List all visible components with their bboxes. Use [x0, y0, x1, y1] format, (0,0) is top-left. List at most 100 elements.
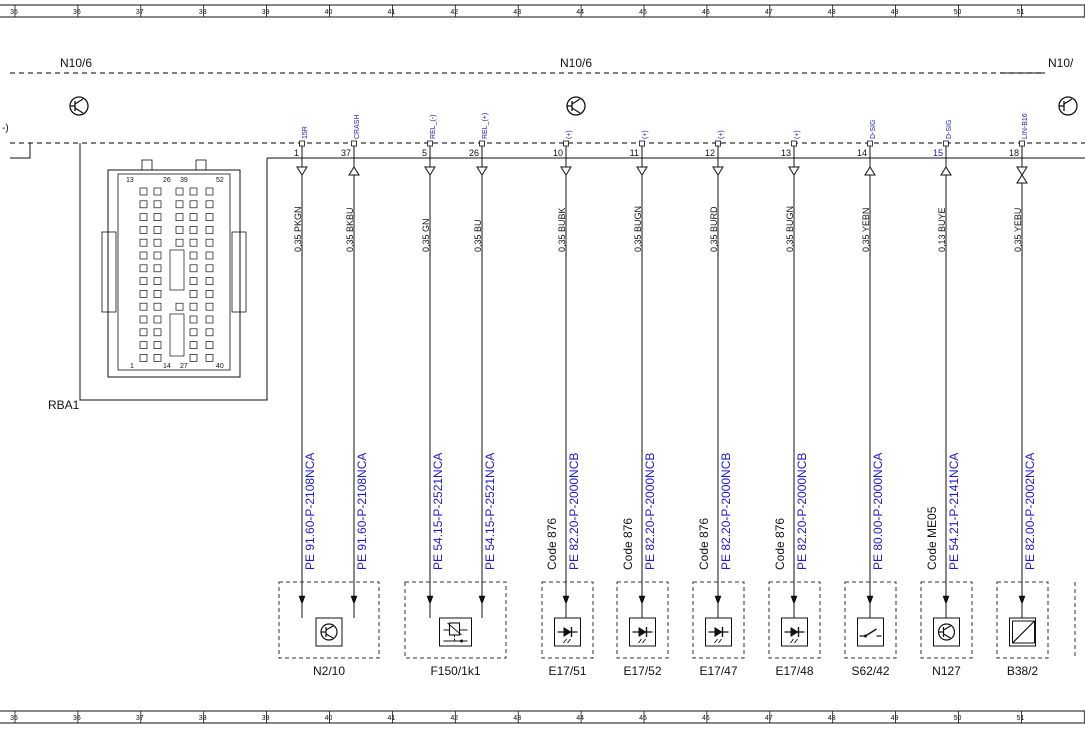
wire-spec: 0,13 BUYE: [937, 207, 947, 252]
header-center-label: N10/6: [560, 56, 592, 70]
bottom-grid-51: 51: [1017, 715, 1025, 722]
pin-number: 18: [1009, 148, 1019, 158]
pe-reference: PE 82.20-P-2000NCB: [567, 453, 581, 570]
bottom-grid-41: 41: [388, 715, 396, 722]
bottom-grid-43: 43: [513, 715, 521, 722]
led-icon: [708, 627, 729, 644]
pin-number: 15: [933, 148, 943, 158]
top-grid-36: 36: [73, 9, 81, 16]
signal-label: (+): [794, 130, 801, 139]
wire-spec: 0,35 BU: [473, 219, 483, 252]
component-f150-1k1: F150/1k1: [404, 581, 507, 678]
arrow-down-icon: [296, 166, 308, 176]
connector-pin-13: 13: [126, 177, 134, 184]
header-transistor-icon-center: [566, 96, 586, 116]
wire-arrowhead: [790, 595, 798, 605]
code-note: Code 876: [773, 518, 787, 570]
bottom-grid-36: 36: [73, 715, 81, 722]
bottom-grid-38: 38: [199, 715, 207, 722]
pin-number: 26: [469, 148, 479, 158]
bottom-grid-46: 46: [702, 715, 710, 722]
wire-arrowhead: [298, 595, 306, 605]
wire-arrowhead: [426, 595, 434, 605]
signal-label: (+): [718, 130, 725, 139]
bottom-grid-39: 39: [262, 715, 270, 722]
wire-spec: 0,35 BURD: [709, 206, 719, 252]
bottom-grid-40: 40: [325, 715, 333, 722]
signal-label: (+): [642, 130, 649, 139]
wire-arrowhead: [1018, 595, 1026, 605]
pe-reference: PE 82.00-P-2002NCA: [1023, 453, 1037, 570]
bottom-grid-42: 42: [450, 715, 458, 722]
connector-pin-14: 14: [163, 363, 171, 370]
wire-spec: 0,35 PKGN: [293, 206, 303, 252]
switch-icon: [859, 628, 882, 638]
pe-reference: PE 54.21-P-2141NCA: [947, 453, 961, 570]
pin-number: 5: [422, 148, 427, 158]
pin-number: 11: [630, 148, 639, 158]
wire-arrowhead: [350, 595, 358, 605]
top-grid-46: 46: [702, 9, 710, 16]
pe-reference: PE 91.60-P-2108NCA: [303, 453, 317, 570]
top-grid-39: 39: [262, 9, 270, 16]
wire-spec: 0,35 GN: [421, 218, 431, 252]
bottom-grid-48: 48: [828, 715, 836, 722]
wire-spec: 0,35 YEBN: [861, 208, 871, 252]
wire-arrowhead: [638, 595, 646, 605]
wire-spec: 0,35 BUGN: [633, 206, 643, 252]
arrow-down-icon: [712, 166, 724, 176]
component-n127: N127: [920, 581, 973, 678]
wire-arrowhead: [942, 595, 950, 605]
arrow-down-icon: [788, 166, 800, 176]
wire-spec: 0,35 BUBK: [557, 207, 567, 252]
pe-reference: PE 82.20-P-2000NCB: [719, 453, 733, 570]
pe-reference: PE 80.00-P-2000NCA: [871, 453, 885, 570]
wire-spec: 0,35 BKBU: [345, 207, 355, 252]
component-label: B38/2: [1007, 664, 1039, 678]
top-grid-51: 51: [1017, 9, 1025, 16]
pin-number: 37: [341, 148, 351, 158]
pin-number: 10: [553, 148, 563, 158]
wire-spec: 0,35 BUGN: [785, 206, 795, 252]
transistor-icon: [937, 623, 956, 641]
top-grid-47: 47: [765, 9, 773, 16]
bottom-grid-44: 44: [576, 715, 584, 722]
bottom-grid-47: 47: [765, 715, 773, 722]
connector-pin-40: 40: [216, 363, 224, 370]
connector-pin-27: 27: [180, 363, 188, 370]
top-grid-42: 42: [450, 9, 458, 16]
led-icon: [784, 627, 805, 644]
header-transistor-icon-right: [1058, 96, 1078, 116]
top-grid-38: 38: [199, 9, 207, 16]
pe-reference: PE 91.60-P-2108NCA: [355, 453, 369, 570]
arrow-up-icon: [864, 166, 876, 176]
component-label: E17/47: [699, 664, 737, 678]
arrow-down-icon: [560, 166, 572, 176]
signal-label: LIN-B16: [1022, 113, 1029, 139]
arrow-up-icon: [348, 166, 360, 176]
code-note: Code 876: [545, 518, 559, 570]
code-note: Code 876: [697, 518, 711, 570]
component-label: N2/10: [313, 664, 345, 678]
arrow-down-icon: [424, 166, 436, 176]
pin-number: 13: [781, 148, 791, 158]
top-grid-44: 44: [576, 9, 584, 16]
top-grid-48: 48: [828, 9, 836, 16]
component-s62-42: S62/42: [844, 581, 897, 678]
wire-arrowhead: [866, 595, 874, 605]
top-grid-35: 35: [10, 9, 18, 16]
led-icon: [632, 627, 653, 644]
bottom-grid-49: 49: [891, 715, 899, 722]
connector-pin-1: 1: [130, 363, 134, 370]
bus-left-bracket: [10, 143, 31, 159]
connector-label: RBA1: [48, 398, 80, 412]
connector-pin-39: 39: [180, 177, 188, 184]
component-b38-2: B38/2: [996, 581, 1049, 678]
